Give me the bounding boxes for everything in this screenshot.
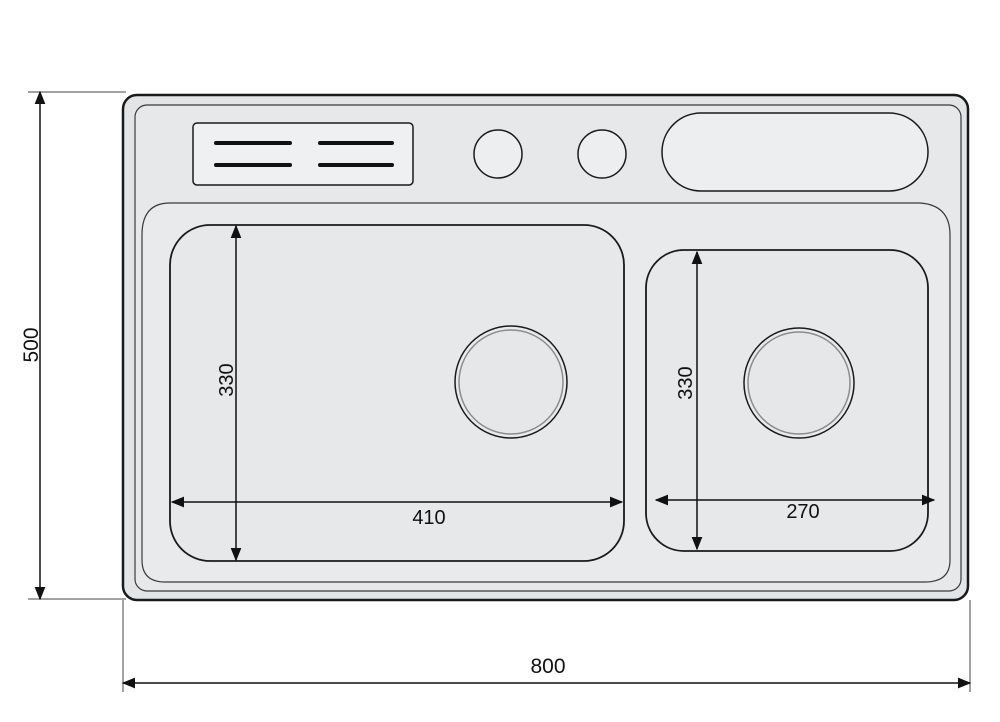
tap-hole-right <box>577 129 627 179</box>
dim-label-overall-width: 800 <box>530 655 565 678</box>
large-bowl-drain <box>454 325 568 439</box>
overflow-slot-panel <box>192 122 414 186</box>
tap-hole-left <box>473 129 523 179</box>
soap-tray <box>661 112 929 192</box>
large-bowl <box>169 224 625 562</box>
dim-label-small-bowl-height: 330 <box>675 366 697 399</box>
small-bowl-drain <box>743 327 855 439</box>
dim-label-large-bowl-height: 330 <box>216 363 238 396</box>
overflow-slots <box>214 141 394 167</box>
dim-label-overall-height: 500 <box>20 327 43 362</box>
dim-label-large-bowl-width: 410 <box>412 507 445 529</box>
dim-label-small-bowl-width: 270 <box>786 501 819 523</box>
